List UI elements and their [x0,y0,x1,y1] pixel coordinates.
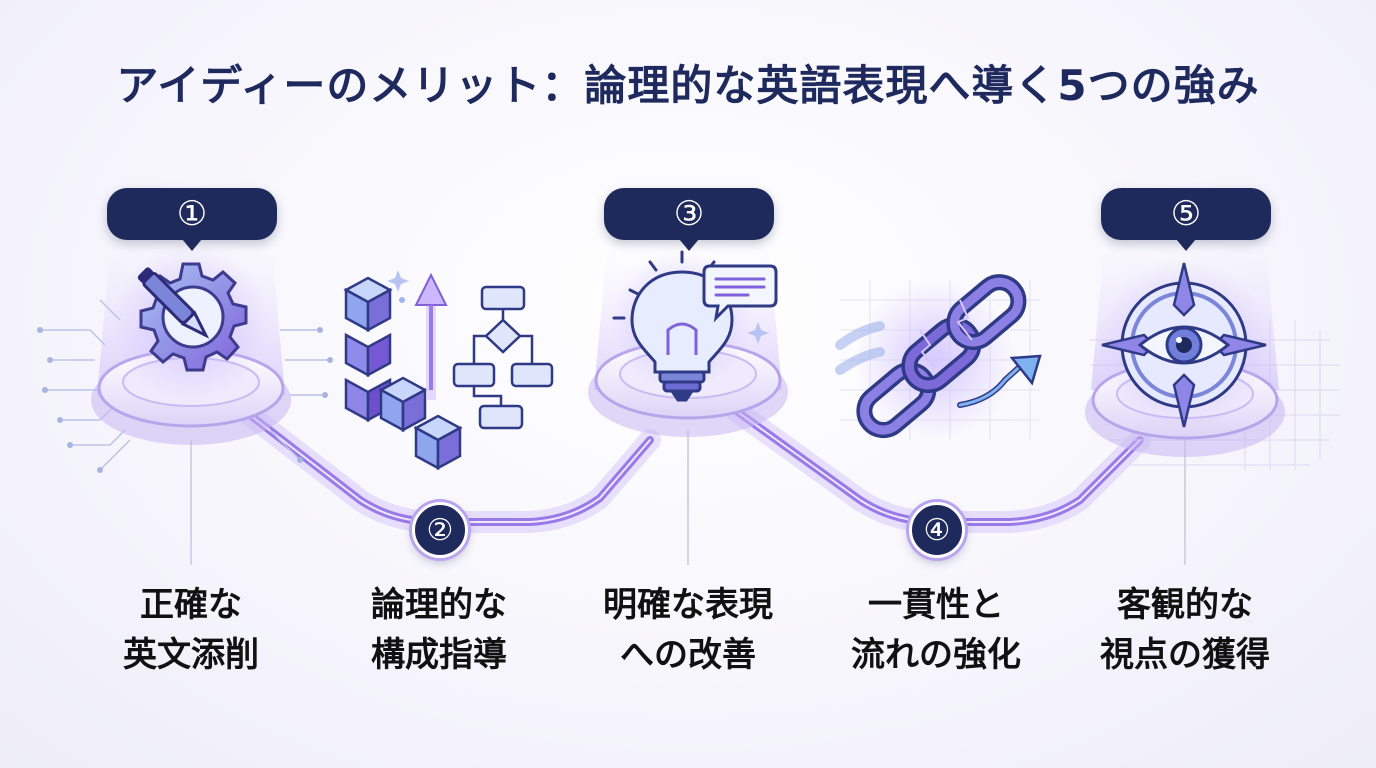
step-5-label: 客観的な 視点の獲得 [1055,580,1315,680]
step-1-badge: ① [107,188,277,251]
step-4-label: 一貫性と 流れの強化 [806,580,1066,680]
step-4-label-line2: 流れの強化 [851,635,1021,675]
step-1-number: ① [176,194,208,234]
step-4-number: ④ [923,512,951,548]
step-2-node: ② [412,502,468,558]
step-2-number: ② [426,512,454,548]
step-2-label: 論理的な 構成指導 [309,580,569,680]
step-5-number: ⑤ [1170,194,1202,234]
step-1-label: 正確な 英文添削 [61,580,321,680]
step-5-badge: ⑤ [1101,188,1271,251]
step-3-label-line2: への改善 [620,635,756,675]
step-1-label-line1: 正確な [140,585,242,625]
compass-eye-icon [1098,259,1270,431]
chain-arrow-icon [835,274,1042,440]
blocks-flowchart-icon [343,270,554,471]
step-2-label-line1: 論理的な [371,585,507,625]
step-3-label: 明確な表現 への改善 [558,580,818,680]
step-3-label-line1: 明確な表現 [603,585,773,625]
step-1-label-line2: 英文添削 [123,635,259,675]
step-2-label-line2: 構成指導 [371,635,507,675]
step-3-badge: ③ [604,188,774,251]
connector-path [239,399,1151,533]
gear-pen-icon [113,244,269,400]
step-5-label-line1: 客観的な [1117,585,1253,625]
page-title: アイディーのメリット：論理的な英語表現へ導く5つの強み [116,61,1260,110]
step-5-label-line2: 視点の獲得 [1100,635,1270,675]
step-4-node: ④ [909,502,965,558]
step-4-label-line1: 一貫性と [868,585,1004,625]
step-3-number: ③ [673,194,705,234]
lightbulb-speech-icon [612,250,778,402]
